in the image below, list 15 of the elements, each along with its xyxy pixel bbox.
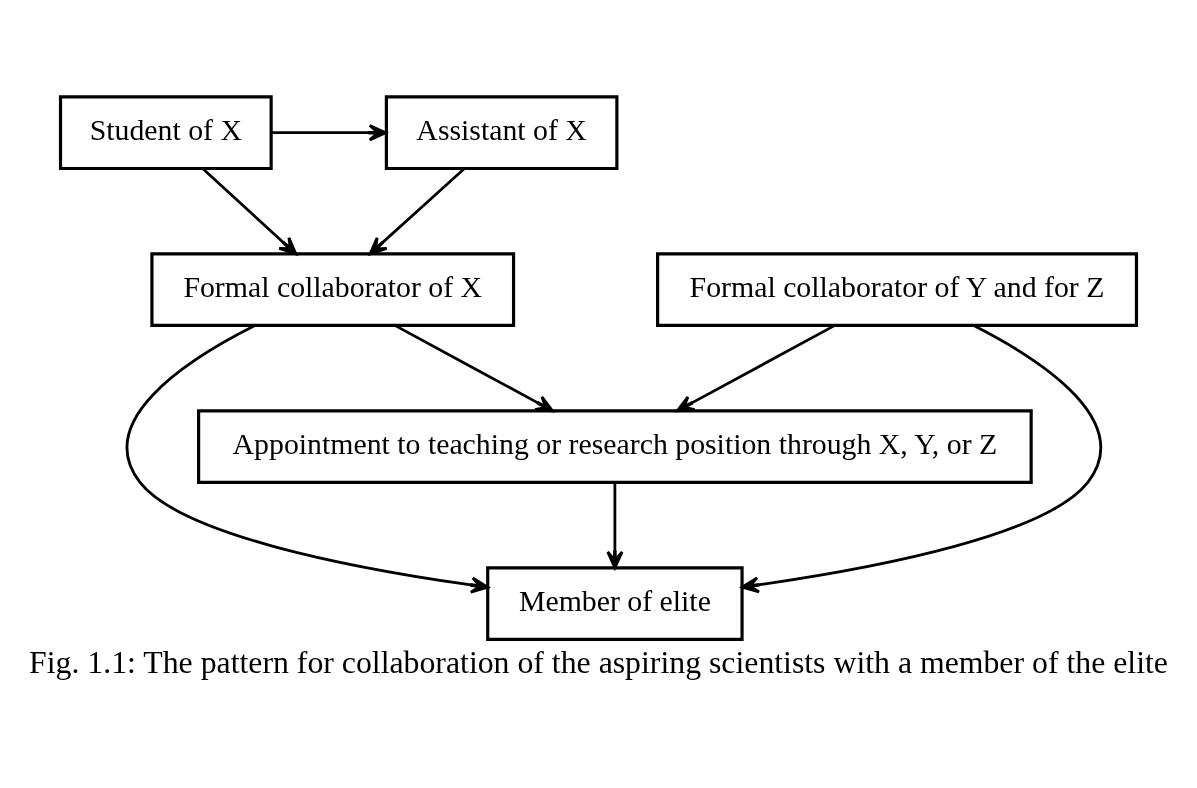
arrow: [271, 124, 388, 142]
node-box: Member of elite: [486, 566, 744, 641]
node-box: Student of X: [58, 95, 273, 171]
arrow: [606, 482, 624, 570]
node-box: Formal collaborator of X: [150, 252, 516, 328]
node-box: Appointment to teaching or research position through X, Y, or Z: [197, 409, 1033, 484]
node-box: Formal collaborator of Y and for Z: [656, 252, 1139, 328]
arrow: [394, 324, 554, 413]
node-box: Assistant of X: [384, 95, 619, 171]
arrow: [740, 324, 1102, 594]
arrow: [125, 324, 489, 594]
arrow: [201, 167, 298, 256]
caption: Fig. 1.1: The pattern for collaboration of the aspiring scientists with a member of the elite: [29, 644, 1168, 680]
arrow: [675, 324, 836, 413]
arrow: [368, 167, 466, 256]
